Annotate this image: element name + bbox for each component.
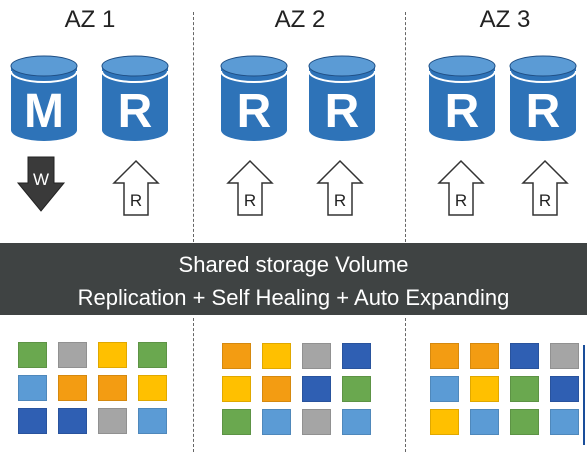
az-1-heading: AZ 1 bbox=[64, 6, 116, 33]
storage-block bbox=[98, 408, 127, 434]
storage-block bbox=[550, 343, 579, 369]
db-role-letter: R bbox=[117, 85, 153, 138]
storage-block bbox=[302, 343, 331, 369]
db-role-letter: R bbox=[444, 85, 480, 138]
storage-block bbox=[138, 375, 167, 401]
storage-block bbox=[18, 408, 47, 434]
storage-block bbox=[430, 376, 459, 402]
storage-block bbox=[58, 408, 87, 434]
io-letter: R bbox=[454, 191, 468, 210]
read-arrow-icon: R bbox=[225, 159, 275, 219]
storage-block bbox=[342, 343, 371, 369]
storage-block bbox=[58, 342, 87, 368]
storage-block bbox=[98, 375, 127, 401]
db-instance-replica: R bbox=[508, 54, 578, 144]
db-role-letter: R bbox=[324, 85, 360, 138]
read-arrow-icon: R bbox=[520, 159, 570, 219]
read-arrow-icon: R bbox=[436, 159, 486, 219]
storage-block bbox=[342, 376, 371, 402]
storage-block bbox=[470, 376, 499, 402]
storage-block bbox=[510, 376, 539, 402]
storage-block bbox=[262, 343, 291, 369]
zone-divider-2-top bbox=[405, 12, 406, 242]
zone-divider-1-top bbox=[193, 12, 194, 242]
storage-block bbox=[222, 343, 251, 369]
io-letter: W bbox=[32, 170, 50, 189]
storage-block bbox=[470, 409, 499, 435]
db-instance-master: M bbox=[9, 54, 79, 144]
storage-title: Shared storage Volume bbox=[178, 252, 409, 277]
az-3-heading: AZ 3 bbox=[479, 6, 531, 33]
shared-storage-band: Shared storage Volume Replication + Self… bbox=[0, 243, 587, 315]
storage-block bbox=[58, 375, 87, 401]
db-role-letter: R bbox=[236, 85, 272, 138]
storage-block bbox=[550, 376, 579, 402]
db-role-letter: M bbox=[24, 85, 64, 138]
db-instance-replica: R bbox=[100, 54, 170, 144]
storage-block bbox=[262, 409, 291, 435]
volume-edge-line bbox=[583, 345, 585, 445]
storage-block bbox=[510, 409, 539, 435]
io-letter: R bbox=[129, 191, 143, 210]
zone-divider-1-bottom bbox=[193, 318, 194, 452]
storage-block bbox=[550, 409, 579, 435]
zone-divider-2-bottom bbox=[405, 318, 406, 452]
storage-block bbox=[138, 408, 167, 434]
write-arrow-icon: W bbox=[16, 155, 66, 215]
storage-block bbox=[138, 342, 167, 368]
storage-block bbox=[430, 409, 459, 435]
storage-block bbox=[222, 409, 251, 435]
storage-block bbox=[222, 376, 251, 402]
read-arrow-icon: R bbox=[111, 159, 161, 219]
storage-features: Replication + Self Healing + Auto Expand… bbox=[77, 285, 510, 310]
db-instance-replica: R bbox=[219, 54, 289, 144]
storage-block bbox=[302, 409, 331, 435]
storage-block bbox=[262, 376, 291, 402]
az-2-heading: AZ 2 bbox=[274, 6, 326, 33]
storage-block bbox=[430, 343, 459, 369]
storage-block bbox=[18, 342, 47, 368]
db-instance-replica: R bbox=[427, 54, 497, 144]
storage-block bbox=[98, 342, 127, 368]
io-letter: R bbox=[243, 191, 257, 210]
storage-block bbox=[510, 343, 539, 369]
storage-block bbox=[302, 376, 331, 402]
storage-block bbox=[470, 343, 499, 369]
io-letter: R bbox=[538, 191, 552, 210]
db-instance-replica: R bbox=[307, 54, 377, 144]
read-arrow-icon: R bbox=[315, 159, 365, 219]
db-role-letter: R bbox=[525, 85, 561, 138]
storage-block bbox=[18, 375, 47, 401]
io-letter: R bbox=[333, 191, 347, 210]
storage-block bbox=[342, 409, 371, 435]
